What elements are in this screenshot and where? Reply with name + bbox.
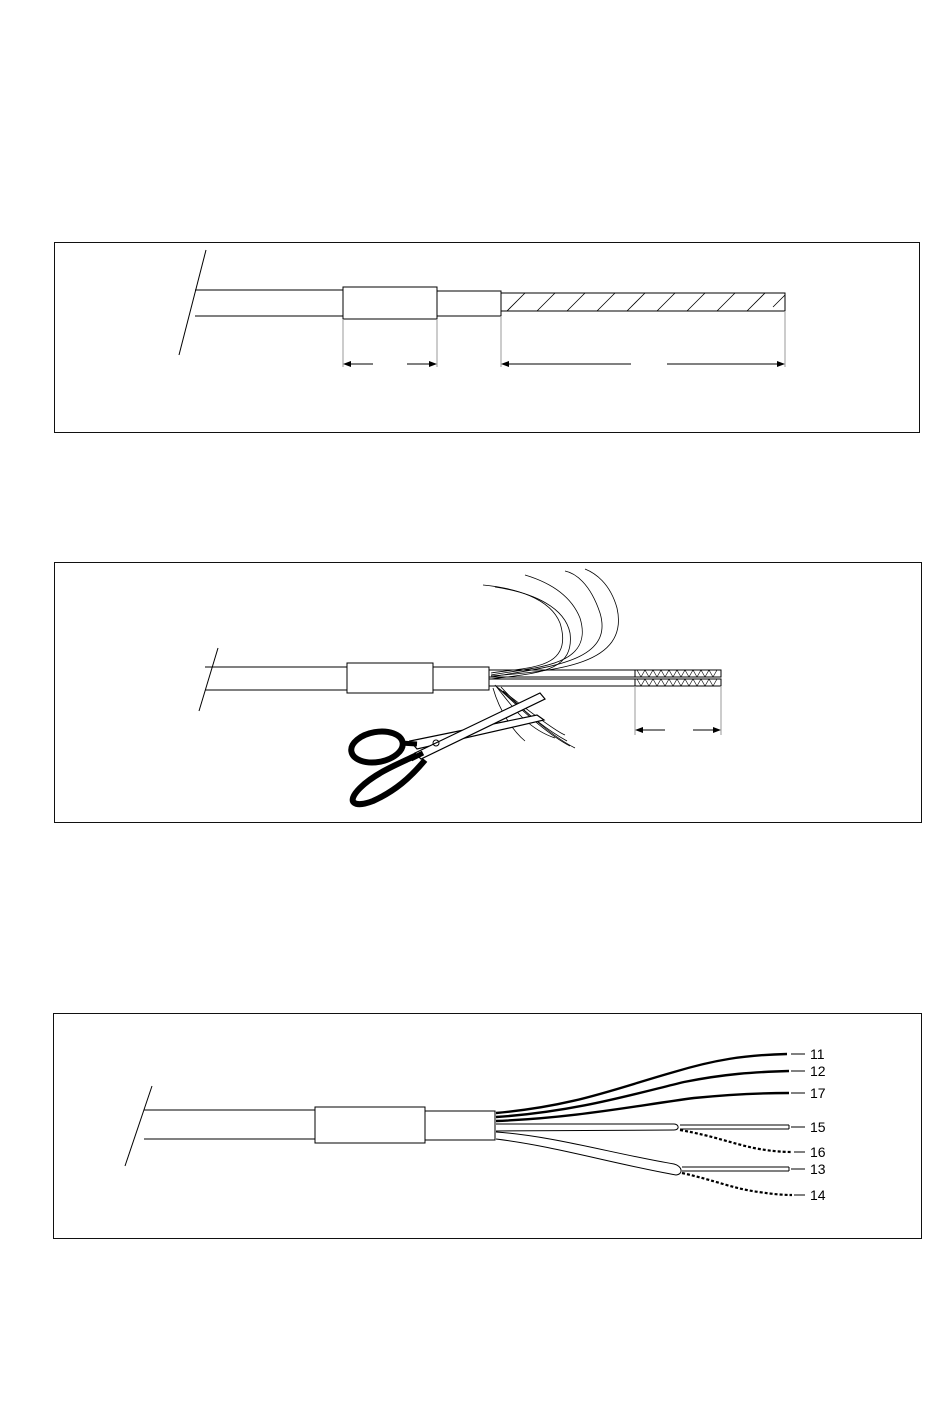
conductor-diagram: 11 12 17 15 16 13 14 — [54, 1014, 923, 1240]
label-wire-16: 16 — [810, 1144, 826, 1160]
label-wire-14: 14 — [810, 1187, 826, 1203]
label-wire-17: 17 — [810, 1085, 826, 1101]
label-wire-12: 12 — [810, 1063, 826, 1079]
cable-sleeve — [343, 287, 437, 319]
scissors-handle-upper — [349, 728, 405, 767]
cable-break-line — [179, 250, 206, 355]
cut-shield-diagram — [55, 563, 923, 824]
panel-cut-shield — [54, 562, 922, 823]
cable-inner-jacket — [437, 291, 501, 316]
shield-strands — [483, 569, 618, 748]
cable-inner-jacket — [425, 1111, 495, 1140]
stripped-shield-section — [501, 293, 785, 311]
cable-sleeve — [315, 1107, 425, 1143]
wire-14 — [682, 1173, 792, 1195]
cable-inner-jacket — [433, 667, 489, 690]
wire-16 — [680, 1130, 792, 1152]
label-wire-15: 15 — [810, 1119, 826, 1135]
panel-conductor-layout: 11 12 17 15 16 13 14 — [53, 1013, 922, 1239]
label-wire-13: 13 — [810, 1161, 826, 1177]
label-wire-11: 11 — [810, 1046, 825, 1062]
cable-sleeve — [347, 663, 433, 693]
scissors-icon — [349, 693, 545, 804]
wire-11 — [496, 1054, 787, 1113]
panel-cable-strip-lengths — [54, 242, 920, 433]
cable-strip-diagram — [55, 243, 921, 434]
cable-break-line — [125, 1086, 152, 1166]
cable-break-line — [199, 648, 218, 711]
